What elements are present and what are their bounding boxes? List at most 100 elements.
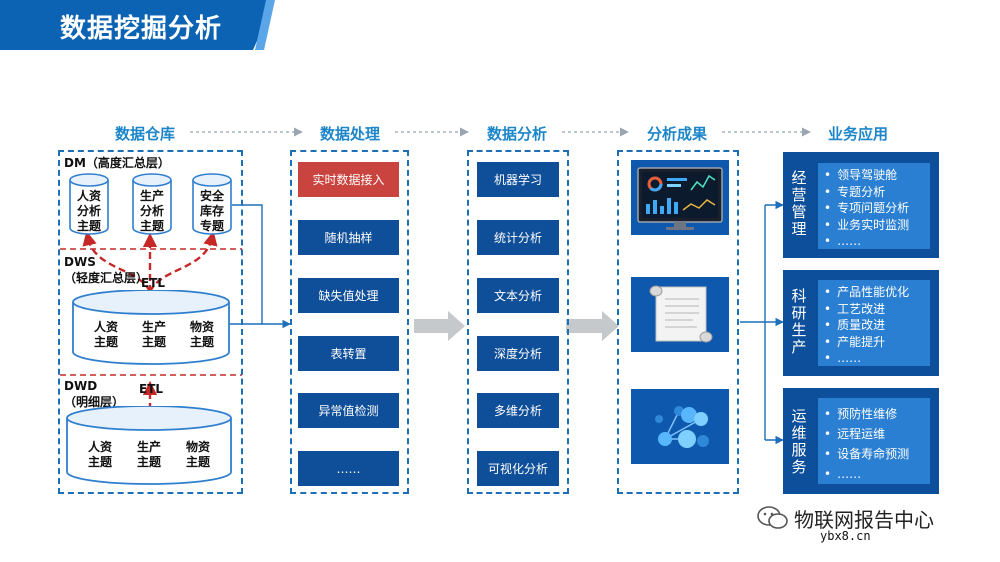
network-graph-icon bbox=[655, 406, 709, 448]
warehouse-link bbox=[228, 204, 291, 329]
etl-label-bottom: ETL bbox=[139, 382, 164, 396]
result-network-card bbox=[631, 389, 729, 464]
app-operations-item[interactable]: 业务实时监测 bbox=[824, 217, 924, 234]
dwd-label-line1: DWD bbox=[64, 379, 98, 393]
result-report-card bbox=[631, 277, 729, 352]
etl-label-top: ETL bbox=[141, 276, 166, 290]
app-operations-item[interactable]: 专题分析 bbox=[824, 184, 924, 201]
app-research-item[interactable]: 产品性能优化 bbox=[824, 284, 924, 301]
watermark-text: 物联网报告中心 bbox=[794, 508, 934, 532]
app-research-item[interactable]: 产能提升 bbox=[824, 334, 924, 351]
dwd-topic-hr: 人资 主题 bbox=[80, 440, 120, 470]
header-analysis: 数据分析 bbox=[486, 125, 547, 143]
analysis-panel bbox=[467, 150, 569, 494]
dm-topic-hr: 人资 分析 主题 bbox=[69, 189, 109, 234]
app-research-item[interactable]: 质量改进 bbox=[824, 317, 924, 334]
dws-layer-label: DWS （轻度汇总层） bbox=[64, 254, 148, 286]
processing-item-transpose[interactable]: 表转置 bbox=[298, 336, 399, 371]
page-title: 数据挖掘分析 bbox=[60, 14, 223, 44]
app-maintenance-list: 预防性维修 远程运维 设备寿命预测 …… bbox=[818, 398, 930, 484]
header-results: 分析成果 bbox=[646, 125, 707, 143]
dm-topic-production-line2: 分析 bbox=[139, 204, 164, 218]
app-operations-list: 领导驾驶舱 专题分析 专项问题分析 业务实时监测 …… bbox=[818, 163, 930, 249]
watermark-url: ybx8.cn bbox=[820, 529, 871, 543]
dws-cylinder bbox=[72, 290, 230, 365]
dm-topic-safety-line2: 库存 bbox=[199, 204, 224, 218]
app-research-item[interactable]: …… bbox=[824, 350, 924, 367]
app-operations-title: 经营管理 bbox=[791, 169, 807, 238]
analysis-item-text[interactable]: 文本分析 bbox=[477, 278, 559, 313]
analysis-item-deep[interactable]: 深度分析 bbox=[477, 336, 559, 371]
dws-topic-hr: 人资 主题 bbox=[86, 320, 126, 350]
dm-cylinders bbox=[69, 173, 232, 235]
dwd-topic-material: 物资 主题 bbox=[178, 440, 218, 470]
dm-topic-hr-line2: 分析 bbox=[76, 204, 101, 218]
app-operations-item[interactable]: …… bbox=[824, 233, 924, 250]
dwd-topic-production-line1: 生产 bbox=[136, 440, 161, 454]
dwd-layer-label: DWD （明细层） bbox=[64, 378, 124, 410]
header-processing: 数据处理 bbox=[319, 125, 380, 143]
dm-topic-safety: 安全 库存 专题 bbox=[192, 189, 232, 234]
wechat-icon bbox=[757, 506, 788, 529]
app-operations-item[interactable]: 领导驾驶舱 bbox=[824, 167, 924, 184]
dws-topic-hr-line1: 人资 bbox=[93, 320, 118, 334]
app-research-item[interactable]: 工艺改进 bbox=[824, 301, 924, 318]
dws-topic-material-line1: 物资 bbox=[189, 320, 214, 334]
monitor-dashboard-icon bbox=[637, 167, 723, 230]
analysis-item-machine-learning[interactable]: 机器学习 bbox=[477, 162, 559, 197]
dws-topic-hr-line2: 主题 bbox=[93, 335, 118, 349]
dwd-topic-production-line2: 主题 bbox=[136, 455, 161, 469]
dm-layer-label: DM（高度汇总层） bbox=[64, 156, 170, 170]
dws-topic-material: 物资 主题 bbox=[182, 320, 222, 350]
dwd-topic-material-line2: 主题 bbox=[185, 455, 210, 469]
app-research-list: 产品性能优化 工艺改进 质量改进 产能提升 …… bbox=[818, 280, 930, 366]
dws-topic-production-line2: 主题 bbox=[141, 335, 166, 349]
app-maintenance-item[interactable]: 远程运维 bbox=[824, 424, 924, 444]
dws-label-line1: DWS bbox=[64, 255, 96, 269]
analysis-item-visualization[interactable]: 可视化分析 bbox=[477, 451, 559, 486]
dm-topic-hr-line1: 人资 bbox=[76, 189, 101, 203]
dm-topic-safety-line3: 专题 bbox=[199, 219, 224, 233]
analysis-item-statistics[interactable]: 统计分析 bbox=[477, 220, 559, 255]
processing-item-realtime-ingest[interactable]: 实时数据接入 bbox=[298, 162, 399, 197]
layer-separators bbox=[60, 248, 242, 376]
dm-topic-production-line1: 生产 bbox=[139, 189, 164, 203]
scroll-report-icon bbox=[649, 285, 713, 343]
app-maintenance-item[interactable]: 设备寿命预测 bbox=[824, 444, 924, 464]
result-dashboard-card bbox=[631, 160, 729, 235]
processing-item-missing-values[interactable]: 缺失值处理 bbox=[298, 278, 399, 313]
header-warehouse: 数据仓库 bbox=[114, 125, 175, 143]
dm-topic-production: 生产 分析 主题 bbox=[132, 189, 172, 234]
app-maintenance-item[interactable]: 预防性维修 bbox=[824, 404, 924, 424]
processing-item-outlier-detection[interactable]: 异常值检测 bbox=[298, 393, 399, 428]
application-links bbox=[740, 200, 784, 445]
dws-topic-production: 生产 主题 bbox=[134, 320, 174, 350]
dwd-topic-hr-line1: 人资 bbox=[87, 440, 112, 454]
app-operations-item[interactable]: 专项问题分析 bbox=[824, 200, 924, 217]
header-application: 业务应用 bbox=[827, 125, 888, 143]
dwd-cylinder bbox=[66, 406, 232, 485]
processing-panel bbox=[290, 150, 409, 494]
process-flow-arrows bbox=[414, 311, 619, 341]
dwd-topic-material-line1: 物资 bbox=[185, 440, 210, 454]
app-research-title: 科研生产 bbox=[791, 287, 807, 356]
processing-item-more[interactable]: …… bbox=[298, 451, 399, 486]
processing-item-random-sampling[interactable]: 随机抽样 bbox=[298, 220, 399, 255]
dm-topic-safety-line1: 安全 bbox=[199, 189, 224, 203]
app-maintenance-title: 运维服务 bbox=[791, 407, 807, 476]
dwd-topic-production: 生产 主题 bbox=[129, 440, 169, 470]
dm-topic-production-line3: 主题 bbox=[139, 219, 164, 233]
dwd-label-line2: （明细层） bbox=[64, 395, 125, 409]
dws-topic-production-line1: 生产 bbox=[141, 320, 166, 334]
analysis-item-multidimensional[interactable]: 多维分析 bbox=[477, 393, 559, 428]
dws-label-line2: （轻度汇总层） bbox=[64, 271, 149, 285]
dws-topic-material-line2: 主题 bbox=[189, 335, 214, 349]
results-panel bbox=[617, 150, 739, 494]
title-banner bbox=[0, 0, 275, 50]
dwd-topic-hr-line2: 主题 bbox=[87, 455, 112, 469]
app-maintenance-item[interactable]: …… bbox=[824, 464, 924, 484]
